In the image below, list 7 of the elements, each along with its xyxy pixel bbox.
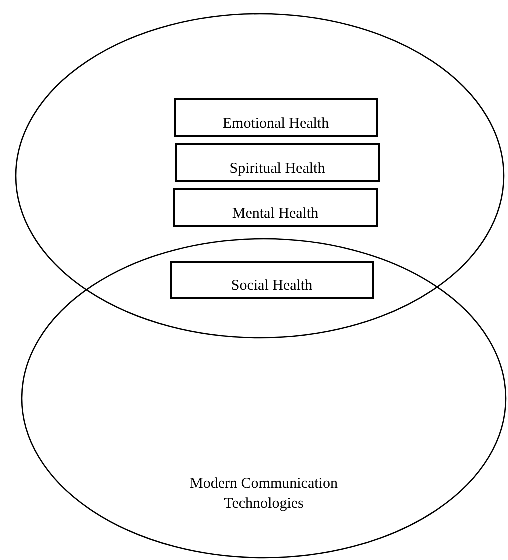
text-box: Mental Health <box>173 188 378 227</box>
text-box: Emotional Health <box>174 98 378 137</box>
ellipse <box>21 238 507 559</box>
ellipse <box>15 13 505 339</box>
text-box: Spiritual Health <box>175 143 380 182</box>
ellipse-label: Modern Communication Technologies <box>189 475 339 514</box>
text-box: Social Health <box>170 261 374 299</box>
